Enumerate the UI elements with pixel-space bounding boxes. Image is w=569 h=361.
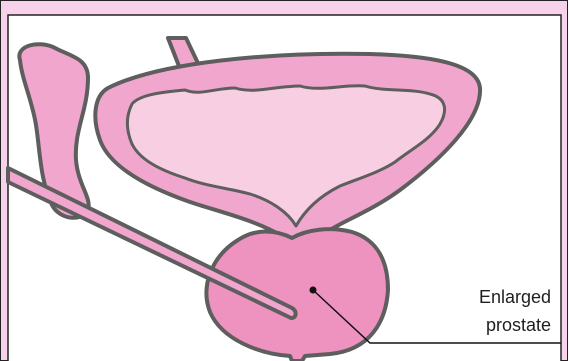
- prostate-label-line-1: Enlarged: [479, 287, 551, 307]
- prostate-label-line-2: prostate: [486, 315, 551, 335]
